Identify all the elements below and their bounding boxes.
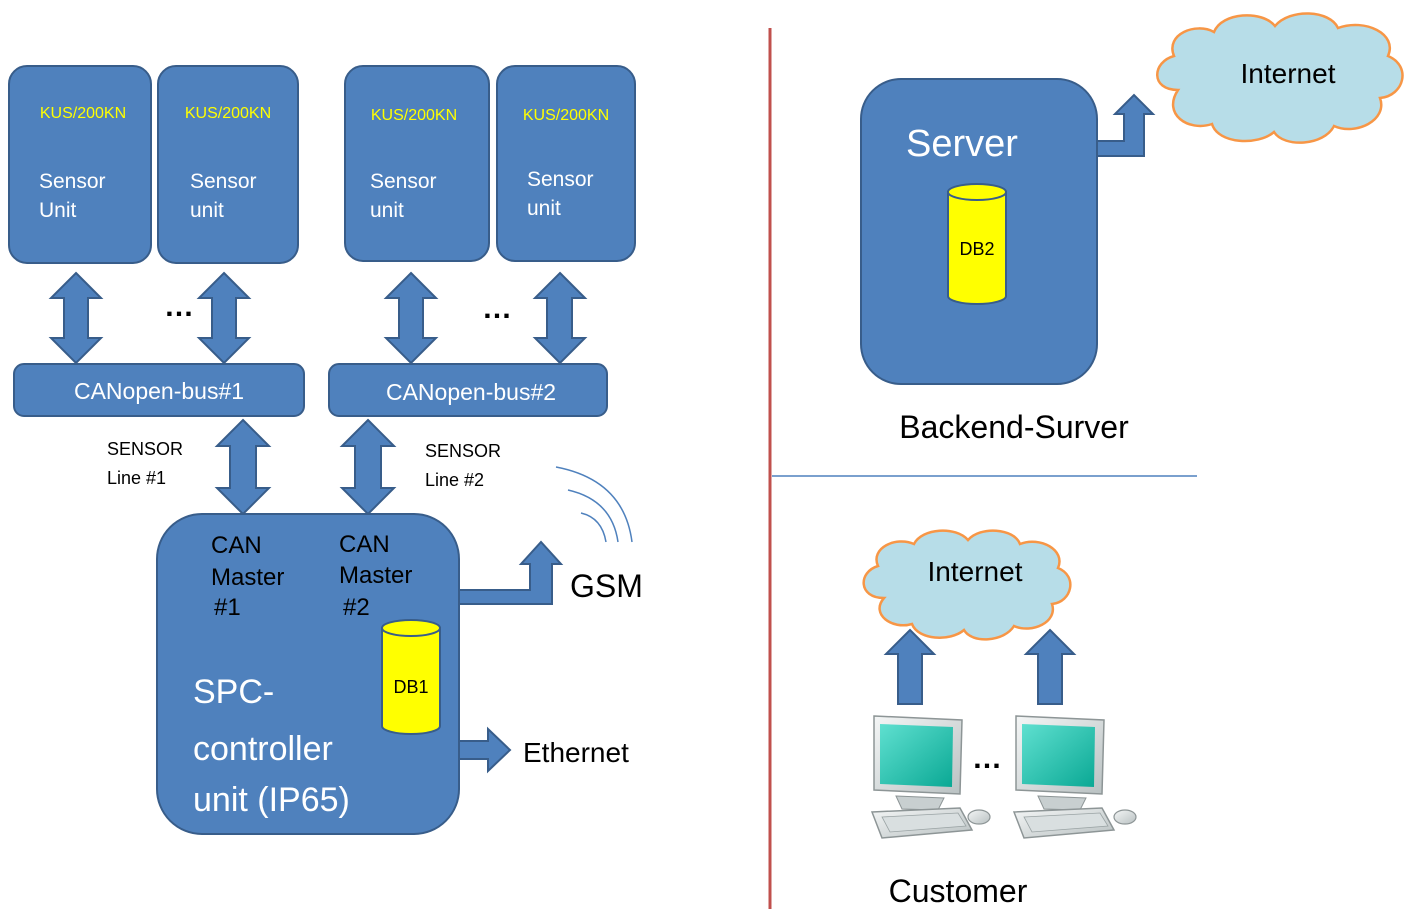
sensor-unit-model: KUS/200KN [185, 105, 271, 122]
double-arrow-icon [196, 271, 252, 365]
internet-label: Internet [928, 556, 1023, 587]
internet-cloud-icon: Internet [1156, 12, 1404, 144]
sensor-unit-2: KUS/200KN Sensor unit [157, 65, 299, 264]
db1-database-icon: DB1 [381, 619, 441, 735]
can-master-2-label: CAN [339, 531, 390, 558]
customer-label: Customer [889, 873, 1028, 909]
server-title: Server [906, 123, 1018, 165]
controller-title: SPC- [193, 673, 274, 711]
sensor-unit-label: Sensor [39, 170, 106, 193]
sensor-unit-label: Sensor [190, 170, 257, 193]
sensor-unit-label: Sensor [527, 168, 594, 191]
gsm-signal-icon [555, 466, 633, 543]
internet-label: Internet [1241, 58, 1336, 89]
computer-icon [870, 715, 991, 839]
can-master-2-label: Master [339, 562, 412, 589]
sensor-unit-label: unit [527, 197, 561, 220]
spc-controller-unit: CAN Master #1 CAN Master #2 SPC- control… [156, 513, 460, 835]
db1-label: DB1 [393, 677, 428, 697]
sensor-unit-3: KUS/200KN Sensor unit [344, 65, 490, 262]
sensor-unit-model: KUS/200KN [523, 107, 609, 124]
sensor-unit-model: KUS/200KN [40, 105, 126, 122]
computer-icon [1012, 715, 1137, 839]
ethernet-arrow [458, 726, 512, 774]
gsm-label: GSM [570, 568, 643, 604]
gsm-arrow [458, 540, 564, 605]
sensor-unit-label: Sensor [370, 170, 437, 193]
double-arrow-icon [339, 418, 397, 516]
bus-label: CANopen-bus#1 [74, 378, 244, 404]
ellipsis-text: … [972, 742, 1002, 775]
ellipsis-text: … [164, 290, 194, 323]
backend-server-caption: Backend-Surver [899, 409, 1129, 445]
server-internet-arrow [1096, 93, 1156, 157]
internet-cloud-icon: Internet [862, 529, 1072, 641]
can-master-1-label: Master [211, 564, 284, 591]
up-arrow-icon [883, 628, 937, 705]
can-master-1-label: #1 [214, 594, 241, 621]
db2-label: DB2 [959, 239, 994, 259]
db2-database-icon: DB2 [947, 183, 1007, 305]
canopen-bus-1: CANopen-bus#1 [13, 363, 305, 417]
ellipsis-text: … [482, 292, 512, 325]
double-arrow-icon [214, 418, 272, 516]
sensor-unit-label: unit [190, 199, 224, 222]
sensor-unit-4: KUS/200KN Sensor unit [496, 65, 636, 262]
sensor-unit-model: KUS/200KN [371, 107, 457, 124]
can-master-2-label: #2 [343, 594, 370, 621]
double-arrow-icon [383, 271, 439, 365]
canopen-bus-2: CANopen-bus#2 [328, 363, 608, 417]
sensor-line-label: SENSOR [107, 439, 183, 459]
sensor-unit-label: Unit [39, 199, 77, 222]
controller-title: unit (IP65) [193, 781, 350, 819]
sensor-line-label: Line #1 [107, 468, 166, 488]
controller-title: controller [193, 730, 333, 768]
can-master-1-label: CAN [211, 532, 262, 559]
sensor-unit-label: unit [370, 199, 404, 222]
up-arrow-icon [1023, 628, 1077, 705]
sensor-line-label: Line #2 [425, 470, 484, 490]
ethernet-label: Ethernet [523, 737, 629, 768]
sensor-unit-1: KUS/200KN Sensor Unit [8, 65, 152, 264]
sensor-line-label: SENSOR [425, 441, 501, 461]
double-arrow-icon [532, 271, 588, 365]
bus-label: CANopen-bus#2 [386, 379, 556, 405]
